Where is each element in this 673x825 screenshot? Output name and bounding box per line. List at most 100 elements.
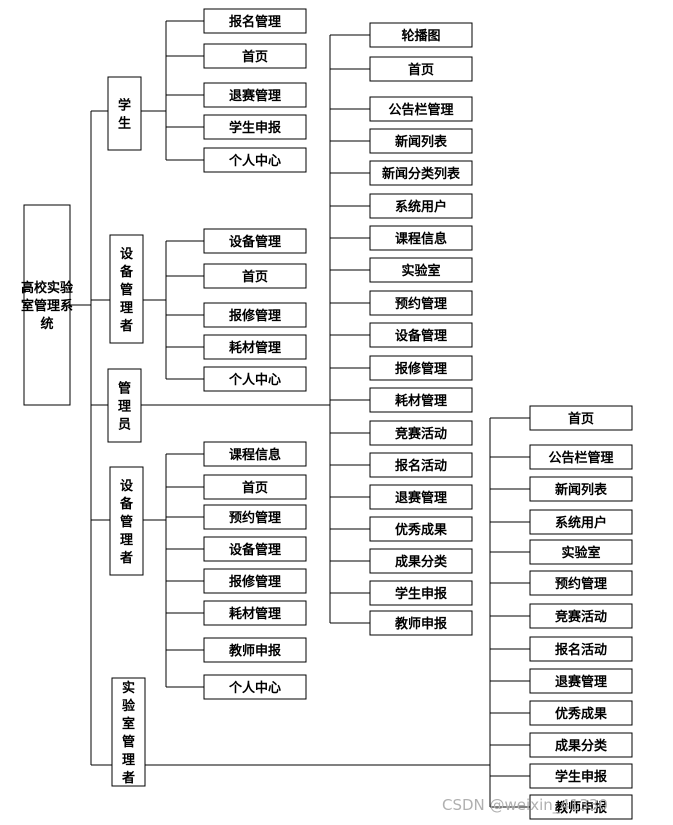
item-admin-5: 系统用户 (369, 193, 473, 219)
item-equipment-manager-1-2-box (203, 302, 307, 328)
item-lab-manager-10-label: 成果分类 (555, 738, 608, 754)
item-admin-13-box (369, 452, 473, 478)
role-node-admin-label-line: 员 (118, 418, 131, 433)
item-lab-manager-5-label: 预约管理 (555, 576, 607, 592)
item-student-4: 个人中心 (203, 147, 307, 173)
role-node-equipment-manager-2-label-line: 备 (119, 496, 134, 512)
root-node-system-label: 高校实验室管理系统 (21, 280, 74, 332)
item-admin-9-box (369, 322, 473, 348)
item-lab-manager-8-label: 退赛管理 (555, 674, 607, 690)
item-student-2-label: 退赛管理 (229, 88, 281, 104)
item-admin-18: 教师申报 (369, 610, 473, 636)
role-node-equipment-manager-2: 设备管理者 (109, 466, 144, 576)
diagram-nodes: 高校实验室管理系统学生设备管理者管理员设备管理者实验室管理者报名管理首页退赛管理… (21, 8, 633, 820)
item-admin-10-box (369, 355, 473, 381)
item-student-4-box (203, 147, 307, 173)
item-admin-1-label: 首页 (408, 62, 434, 78)
item-equipment-manager-1-2-label: 报修管理 (229, 308, 281, 324)
item-student-0-label: 报名管理 (229, 14, 281, 30)
role-node-lab-manager: 实验室管理者 (111, 677, 146, 787)
item-equipment-manager-1-1-label: 首页 (242, 269, 268, 285)
item-lab-manager-5: 预约管理 (529, 570, 633, 596)
item-equipment-manager-1-3-box (203, 334, 307, 360)
item-admin-9-label: 设备管理 (395, 328, 447, 344)
item-equipment-manager-2-3-box (203, 536, 307, 562)
item-admin-9: 设备管理 (369, 322, 473, 348)
item-admin-11-label: 耗材管理 (395, 393, 447, 409)
role-node-lab-manager-label-line: 室 (122, 716, 135, 732)
item-equipment-manager-2-7-label: 个人中心 (228, 680, 281, 696)
root-node-system-label-line: 高校实验 (21, 280, 74, 296)
item-lab-manager-4: 实验室 (529, 539, 633, 565)
role-node-student-box (107, 76, 142, 151)
item-lab-manager-7-label: 报名活动 (555, 642, 607, 658)
item-admin-2-box (369, 96, 473, 122)
item-student-1: 首页 (203, 43, 307, 69)
item-equipment-manager-2-1-box (203, 474, 307, 500)
role-node-equipment-manager-1: 设备管理者 (109, 234, 144, 344)
item-admin-15-box (369, 516, 473, 542)
item-equipment-manager-1-4-label: 个人中心 (228, 372, 281, 388)
item-lab-manager-7-box (529, 636, 633, 662)
item-admin-13: 报名活动 (369, 452, 473, 478)
item-lab-manager-2: 新闻列表 (529, 476, 633, 502)
item-lab-manager-2-box (529, 476, 633, 502)
role-node-equipment-manager-2-label-line: 理 (120, 533, 133, 548)
item-admin-14-label: 退赛管理 (395, 490, 447, 506)
role-node-equipment-manager-2-box (109, 466, 144, 576)
item-lab-manager-6-label: 竞赛活动 (555, 609, 607, 625)
role-node-lab-manager-box (111, 677, 146, 787)
item-lab-manager-3: 系统用户 (529, 509, 633, 535)
item-equipment-manager-2-3-label: 设备管理 (229, 542, 281, 558)
item-admin-6: 课程信息 (369, 225, 473, 251)
item-admin-0: 轮播图 (369, 22, 473, 48)
item-admin-16-label: 成果分类 (395, 554, 448, 570)
item-equipment-manager-1-0-box (203, 228, 307, 254)
item-equipment-manager-1-1-box (203, 263, 307, 289)
item-admin-14-box (369, 484, 473, 510)
item-equipment-manager-1-3-label: 耗材管理 (229, 340, 281, 356)
item-lab-manager-11-box (529, 763, 633, 789)
item-equipment-manager-1-0-label: 设备管理 (229, 234, 281, 250)
item-admin-8: 预约管理 (369, 290, 473, 316)
role-node-lab-manager-label-line: 理 (122, 753, 135, 768)
role-node-student: 学生 (107, 76, 142, 151)
item-student-3: 学生申报 (203, 114, 307, 140)
root-node-system: 高校实验室管理系统 (21, 204, 74, 406)
item-student-4-label: 个人中心 (228, 153, 281, 169)
item-lab-manager-12-box (529, 794, 633, 820)
item-admin-6-box (369, 225, 473, 251)
item-equipment-manager-2-0-box (203, 441, 307, 467)
role-node-equipment-manager-2-label-line: 设 (120, 479, 134, 494)
role-node-equipment-manager-2-label: 设备管理者 (119, 479, 134, 566)
root-node-system-label-line: 室管理系 (21, 298, 73, 314)
item-admin-11-box (369, 387, 473, 413)
item-admin-7-label: 实验室 (401, 263, 440, 279)
item-admin-3-box (369, 128, 473, 154)
item-lab-manager-12: 教师申报 (529, 794, 633, 820)
item-lab-manager-6-box (529, 603, 633, 629)
item-lab-manager-6: 竞赛活动 (529, 603, 633, 629)
item-equipment-manager-1-1: 首页 (203, 263, 307, 289)
item-equipment-manager-2-0: 课程信息 (203, 441, 307, 467)
item-admin-5-box (369, 193, 473, 219)
item-lab-manager-1-box (529, 444, 633, 470)
item-lab-manager-10: 成果分类 (529, 732, 633, 758)
item-admin-15: 优秀成果 (369, 516, 473, 542)
item-admin-13-label: 报名活动 (395, 458, 447, 474)
item-equipment-manager-2-6: 教师申报 (203, 637, 307, 663)
role-node-equipment-manager-1-label-line: 管 (120, 282, 133, 298)
item-equipment-manager-2-5-box (203, 600, 307, 626)
item-lab-manager-8-box (529, 668, 633, 694)
item-equipment-manager-2-6-label: 教师申报 (228, 643, 282, 659)
watermark: CSDN @weixin_41330 (442, 796, 608, 815)
item-lab-manager-0-box (529, 405, 633, 431)
root-node-system-label-line: 统 (40, 316, 53, 332)
item-admin-17: 学生申报 (369, 580, 473, 606)
item-equipment-manager-2-5: 耗材管理 (203, 600, 307, 626)
role-node-lab-manager-label: 实验室管理者 (121, 680, 136, 786)
item-equipment-manager-1-3: 耗材管理 (203, 334, 307, 360)
item-student-2: 退赛管理 (203, 82, 307, 108)
item-admin-10-label: 报修管理 (395, 361, 447, 377)
